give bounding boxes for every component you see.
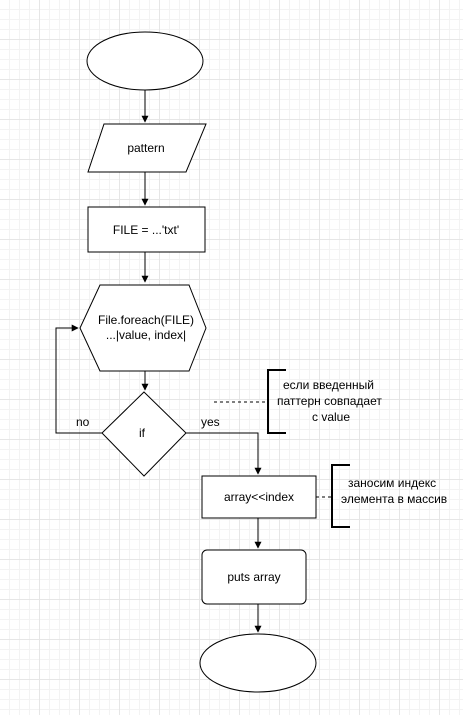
- append-node: array<<index: [201, 475, 317, 519]
- end-terminal: [199, 633, 317, 693]
- condition-annotation: если введенный паттерн совпадает с value: [214, 369, 382, 434]
- append-note-line1: заносим индекс: [348, 476, 436, 490]
- connectors: [55, 90, 262, 633]
- edge-label-no: no: [76, 415, 90, 429]
- edge-if-yes-to-append: [186, 432, 262, 475]
- file-assign-label: FILE = ...'txt': [113, 223, 179, 237]
- input-pattern-label: pattern: [127, 141, 164, 155]
- append-annotation-bracket: [331, 464, 350, 528]
- decision-node: if: [101, 391, 187, 477]
- condition-note-line3: с value: [312, 410, 350, 424]
- output-label: puts array: [227, 570, 280, 584]
- condition-note-line1: если введенный: [283, 378, 374, 392]
- input-pattern-node: pattern: [87, 123, 207, 173]
- edge-label-yes: yes: [201, 415, 220, 429]
- loop-node: File.foreach(FILE) ...|value, index|: [79, 284, 207, 372]
- condition-annotation-bracket: [267, 369, 286, 434]
- append-note-line2: элемента в массив: [341, 492, 447, 506]
- output-node: puts array: [201, 549, 307, 605]
- condition-note-line2: паттерн совпадает: [277, 394, 382, 408]
- decision-label: if: [139, 426, 146, 440]
- edge-if-no-back-to-loop: [55, 324, 102, 434]
- file-assign-node: FILE = ...'txt': [87, 206, 206, 253]
- append-label: array<<index: [224, 490, 294, 504]
- loop-label-line2: ...|value, index|: [106, 328, 186, 342]
- start-terminal: [86, 31, 204, 91]
- append-annotation: заносим индекс элемента в массив: [316, 464, 447, 528]
- loop-label-line1: File.foreach(FILE): [98, 313, 194, 327]
